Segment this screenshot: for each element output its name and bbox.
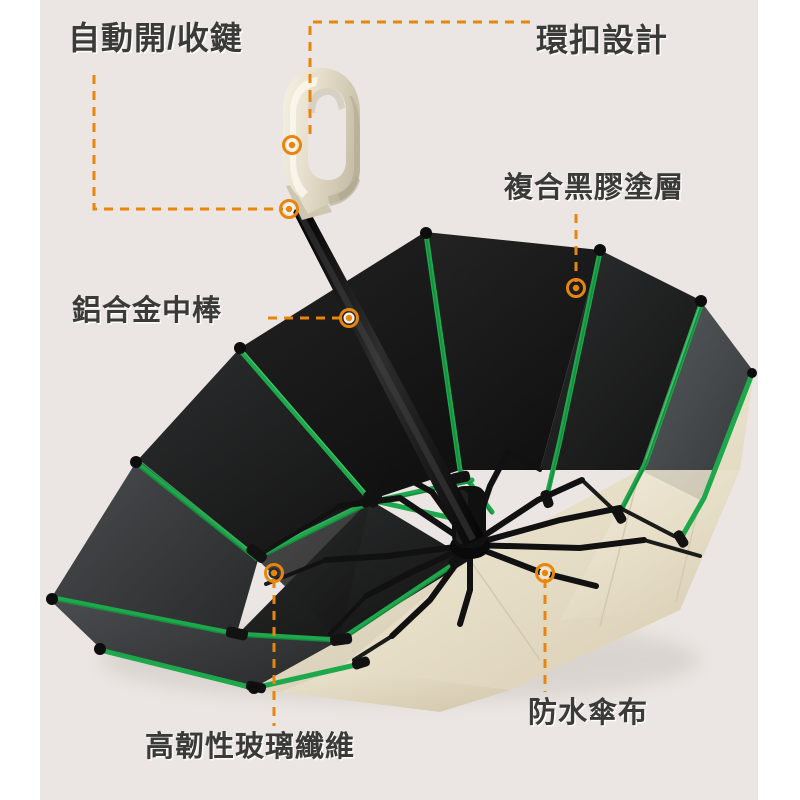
umbrella-product-photo <box>40 0 758 800</box>
feature-label-aluminium-shaft: 鋁合金中棒 <box>72 295 223 327</box>
feature-label-ring-buckle: 環扣設計 <box>536 22 669 58</box>
feature-label-auto-open-close: 自動開/收鍵 <box>68 20 243 56</box>
feature-label-fibreglass: 高韌性玻璃纖維 <box>145 731 356 763</box>
feature-label-black-coating: 複合黑膠塗層 <box>504 172 685 204</box>
feature-label-waterproof-fabric: 防水傘布 <box>528 697 649 729</box>
